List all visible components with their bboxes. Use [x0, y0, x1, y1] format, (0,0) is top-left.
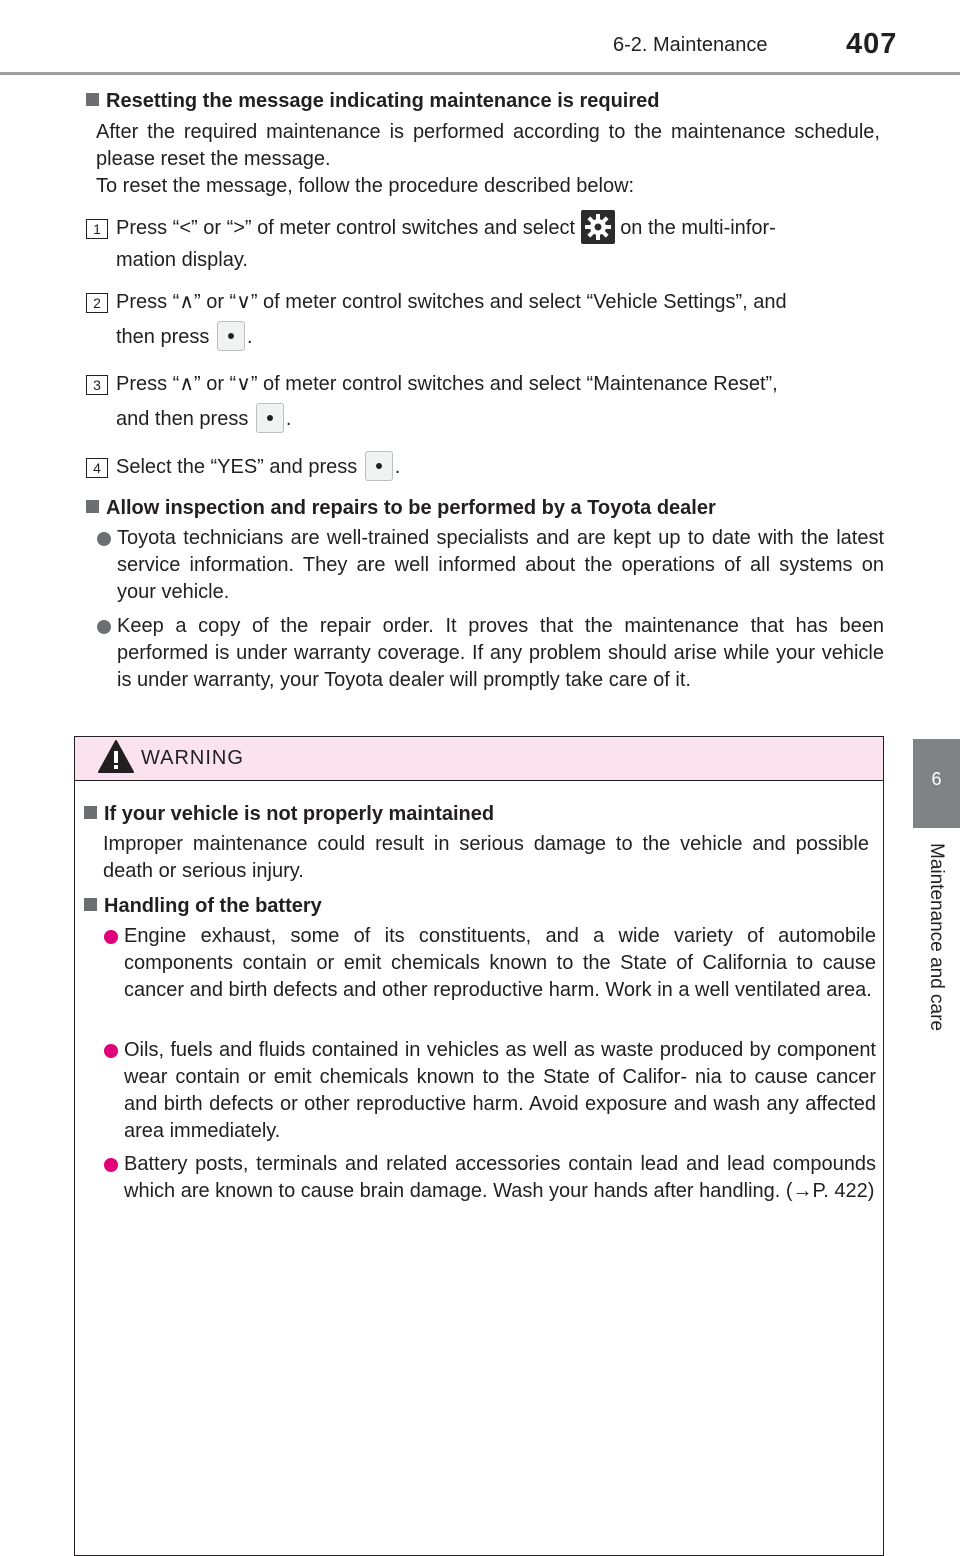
square-bullet-icon: [86, 93, 99, 106]
step-2-line-1: Press “∧” or “∨” of meter control switch…: [116, 291, 787, 313]
step-number: 4: [86, 458, 108, 478]
enter-button-icon: [216, 320, 245, 351]
step-4-line-1: Select the “YES” and press .: [116, 450, 400, 484]
warning-bullet-3: Battery posts, terminals and related acc…: [124, 1153, 876, 1202]
warning-sec1-text: Improper maintenance could result in ser…: [103, 833, 869, 882]
enter-button-icon: [364, 450, 393, 481]
warning-sec2-heading: Handling of the battery: [84, 895, 322, 918]
warning-title: WARNING: [141, 747, 244, 769]
dealer-bullet-1: Toyota technicians are well-trained spec…: [117, 527, 884, 603]
gear-icon: [580, 209, 615, 244]
step-number: 3: [86, 375, 108, 395]
header-divider: [0, 72, 960, 75]
step-3-line-1: Press “∧” or “∨” of meter control switch…: [116, 373, 778, 395]
chapter-number: 6: [931, 769, 942, 789]
step-number: 1: [86, 219, 108, 239]
step-2-line-2: then press .: [116, 320, 253, 354]
warning-bullet-2: Oils, fuels and fluids contained in vehi…: [124, 1039, 876, 1142]
step-1-line-1: Press “<” or “>” of meter control switch…: [116, 209, 776, 246]
warning-sec2-heading-text: Handling of the battery: [104, 895, 322, 917]
warning-bullet-icon: [104, 1044, 118, 1058]
warning-sec1-heading-text: If your vehicle is not properly maintain…: [104, 803, 495, 825]
square-bullet-icon: [86, 500, 99, 513]
dealer-bullet-2: Keep a copy of the repair order. It prov…: [117, 615, 884, 691]
section-title: 6-2. Maintenance: [613, 34, 768, 56]
reset-heading: Resetting the message indicating mainten…: [86, 90, 660, 113]
chapter-tab[interactable]: 6: [913, 739, 960, 828]
reset-intro-2: To reset the message, follow the procedu…: [96, 175, 635, 197]
enter-button-icon: [255, 402, 284, 433]
dealer-heading-text: Allow inspection and repairs to be perfo…: [106, 497, 716, 519]
reset-intro-1: After the required maintenance is perfor…: [96, 121, 880, 170]
warning-header: [75, 737, 883, 781]
step-3-line-2: and then press .: [116, 402, 291, 436]
step-1-line-2: mation display.: [116, 249, 248, 271]
warning-sec1-heading: If your vehicle is not properly maintain…: [84, 803, 494, 826]
reset-heading-text: Resetting the message indicating mainten…: [106, 90, 660, 112]
step-number: 2: [86, 293, 108, 313]
warning-bullet-icon: [104, 930, 118, 944]
dealer-heading: Allow inspection and repairs to be perfo…: [86, 497, 716, 520]
square-bullet-icon: [84, 898, 97, 911]
warning-triangle-icon: [98, 740, 134, 773]
page-number: 407: [846, 28, 898, 60]
warning-bullet-1: Engine exhaust, some of its constituents…: [124, 925, 876, 1001]
bullet-icon: [97, 532, 111, 546]
warning-bullet-icon: [104, 1158, 118, 1172]
bullet-icon: [97, 620, 111, 634]
chapter-title: Maintenance and care: [926, 842, 947, 1032]
square-bullet-icon: [84, 806, 97, 819]
